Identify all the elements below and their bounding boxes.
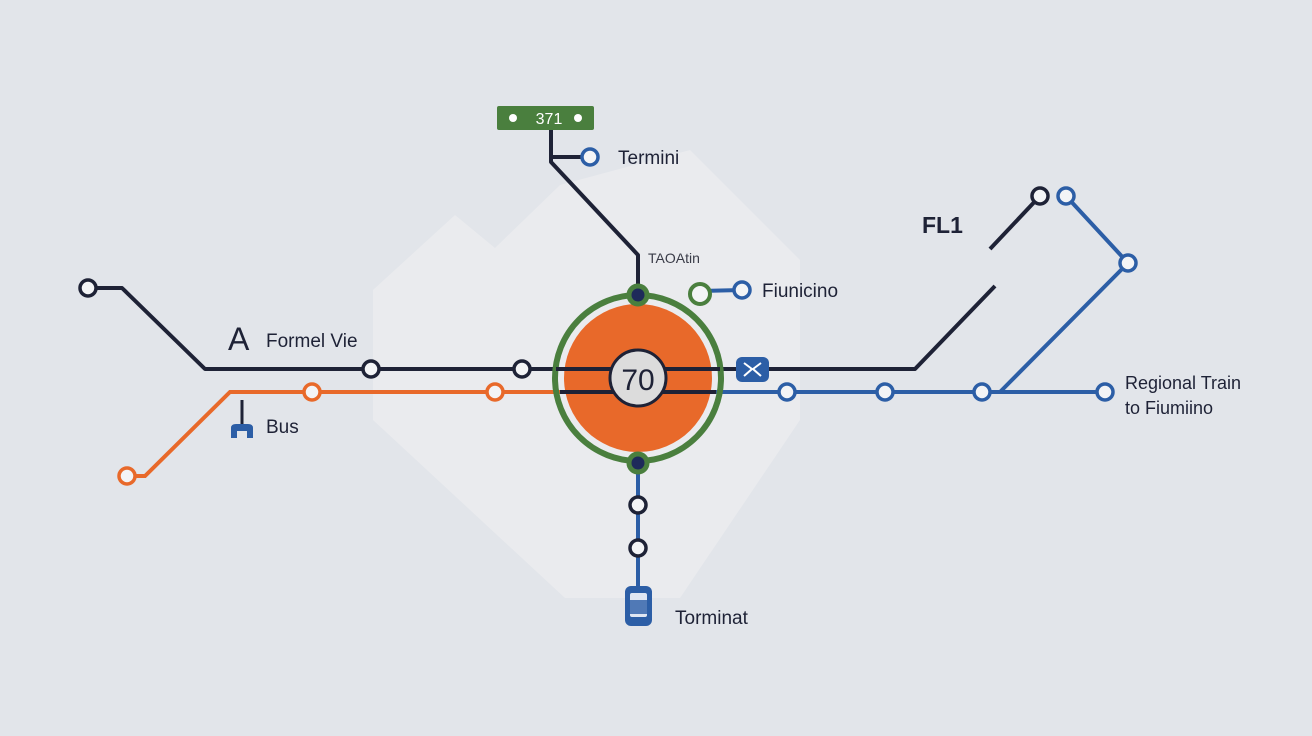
label-regional-line2: to Fiumiino bbox=[1125, 398, 1213, 418]
station[interactable] bbox=[78, 278, 98, 298]
label-terminat: Torminat bbox=[675, 608, 749, 629]
station[interactable] bbox=[1030, 186, 1050, 206]
station[interactable] bbox=[485, 382, 505, 402]
label-bus: Bus bbox=[266, 417, 299, 438]
label-fiunicino: Fiunicino bbox=[762, 281, 838, 302]
route-sign: 371 bbox=[497, 106, 594, 130]
label-termini: Termini bbox=[618, 148, 679, 169]
label-hub-top: TAOAtin bbox=[648, 250, 700, 266]
station[interactable] bbox=[628, 495, 648, 515]
station[interactable] bbox=[1056, 186, 1076, 206]
station[interactable] bbox=[117, 466, 137, 486]
route-sign-label: 371 bbox=[536, 111, 563, 128]
station-fiunicino[interactable] bbox=[732, 280, 752, 300]
station[interactable] bbox=[512, 359, 532, 379]
station[interactable] bbox=[777, 382, 797, 402]
label-fl1: FL1 bbox=[922, 212, 963, 238]
interchange-station[interactable] bbox=[688, 282, 712, 306]
station[interactable] bbox=[302, 382, 322, 402]
station[interactable] bbox=[361, 359, 381, 379]
station[interactable] bbox=[628, 538, 648, 558]
label-line-letter: A bbox=[228, 321, 250, 357]
station[interactable] bbox=[1118, 253, 1138, 273]
bus-stop-icon bbox=[231, 400, 253, 438]
station[interactable] bbox=[1095, 382, 1115, 402]
hub-station[interactable]: 70 bbox=[552, 283, 724, 475]
label-regional-line1: Regional Train bbox=[1125, 373, 1241, 393]
terminal-bus-icon[interactable] bbox=[625, 586, 652, 626]
station[interactable] bbox=[875, 382, 895, 402]
station[interactable] bbox=[972, 382, 992, 402]
label-formel-vie: Formel Vie bbox=[266, 331, 358, 352]
transfer-icon[interactable] bbox=[736, 357, 769, 382]
station-termini[interactable] bbox=[580, 147, 600, 167]
hub-label: 70 bbox=[621, 364, 654, 397]
